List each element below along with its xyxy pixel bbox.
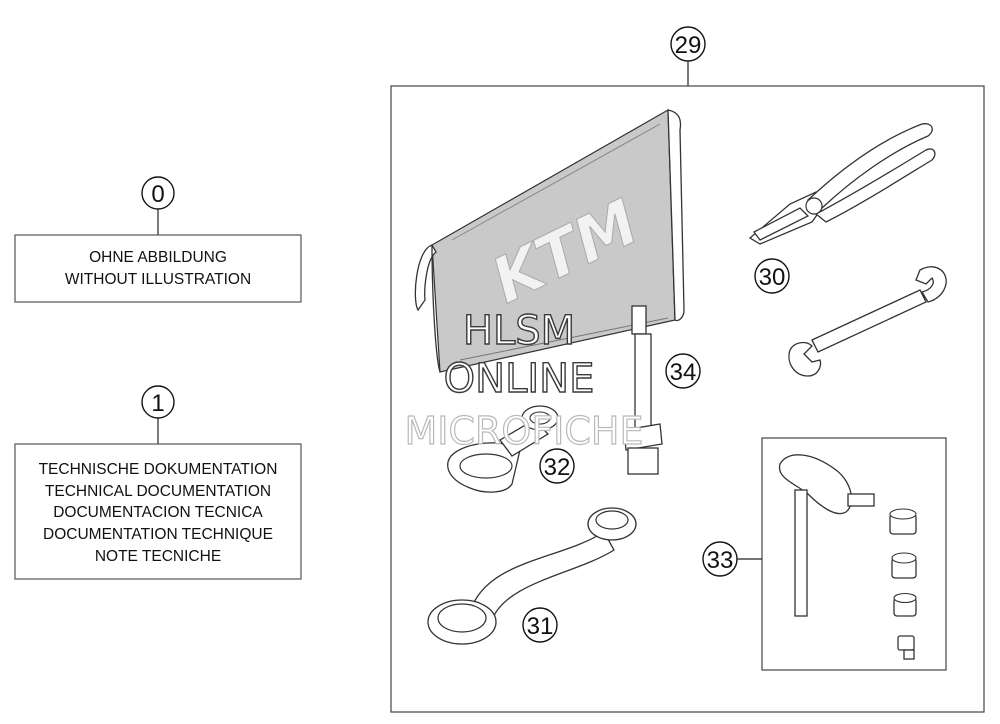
no-illustration-text-en: WITHOUT ILLUSTRATION [65, 271, 251, 288]
callout-29: 29 [670, 26, 706, 86]
tool-pouch-icon: KTM [414, 108, 685, 373]
callout-34-number: 34 [670, 359, 697, 386]
hex-bits-icon [889, 508, 917, 660]
callout-0-number: 0 [151, 181, 164, 208]
ring-spanner-icon [447, 405, 559, 493]
watermark-line-2: ONLINE [444, 356, 595, 402]
callout-31: 31 [522, 607, 558, 643]
no-illustration-box: OHNE ABBILDUNG WITHOUT ILLUSTRATION [14, 234, 302, 303]
callout-32: 32 [539, 448, 575, 484]
open-end-wrench-icon [788, 266, 947, 377]
doc-text-de: TECHNISCHE DOKUMENTATION [39, 461, 278, 478]
hex-key-set-frame [761, 437, 947, 671]
combination-pliers-icon [748, 123, 936, 245]
tool-kit-frame [390, 85, 985, 713]
socket-wrench-icon [623, 305, 663, 475]
t-handle-hex-key-icon [778, 454, 875, 617]
callout-31-number: 31 [527, 613, 554, 640]
technical-documentation-box: TECHNISCHE DOKUMENTATION TECHNICAL DOCUM… [14, 443, 302, 580]
watermark-line-3: MICROFICHE [404, 409, 643, 453]
callout-1: 1 [141, 385, 175, 444]
no-illustration-text-de: OHNE ABBILDUNG [89, 249, 227, 266]
doc-text-it: NOTE TECNICHE [95, 548, 221, 565]
callout-30-number: 30 [759, 264, 786, 291]
callout-32-number: 32 [544, 454, 571, 481]
callout-33-number: 33 [707, 547, 734, 574]
box-wrench-icon [427, 507, 637, 645]
doc-text-en: TECHNICAL DOCUMENTATION [45, 483, 271, 500]
callout-34: 34 [665, 353, 701, 389]
callout-1-number: 1 [151, 390, 164, 417]
doc-text-es: DOCUMENTACION TECNICA [53, 504, 263, 521]
callout-33: 33 [702, 541, 762, 577]
watermark-line-1: HLSM [463, 308, 575, 354]
callout-29-number: 29 [675, 32, 702, 59]
watermark: HLSM ONLINE MICROFICHE [404, 307, 644, 453]
callout-0: 0 [141, 176, 175, 235]
doc-text-fr: DOCUMENTATION TECHNIQUE [43, 526, 273, 543]
callout-30: 30 [754, 258, 790, 294]
